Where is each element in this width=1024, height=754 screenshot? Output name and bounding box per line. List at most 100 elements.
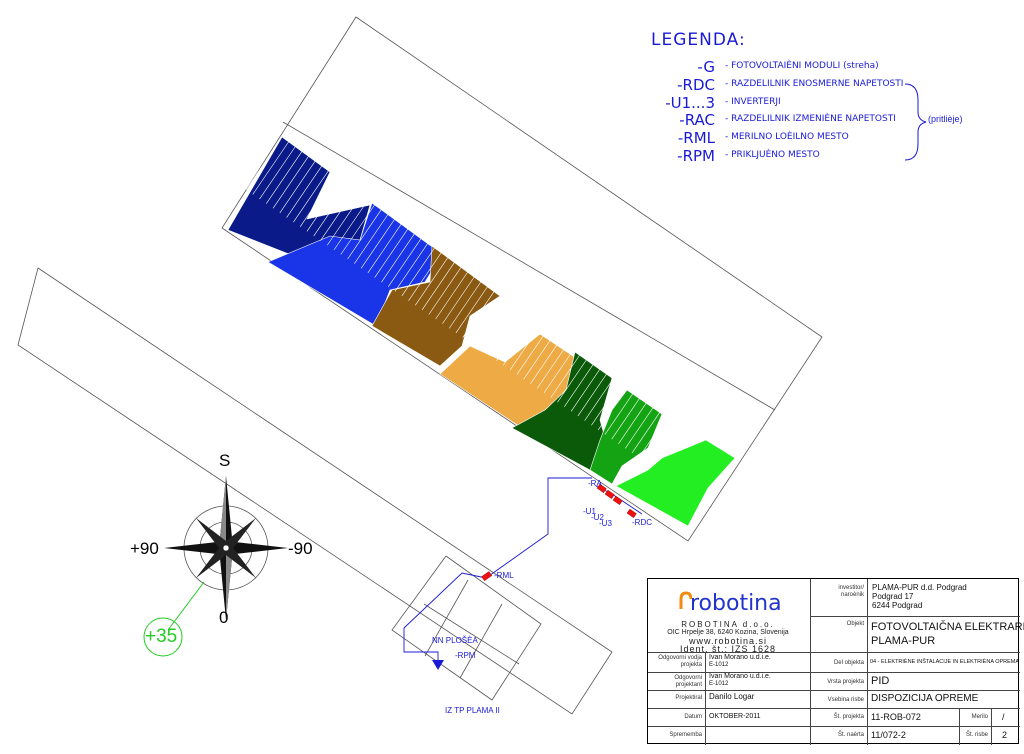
projektiral-label-cell: Projektiral xyxy=(648,691,706,709)
investor-line-1: PLAMA-PUR d.d. Podgrad xyxy=(872,583,967,592)
panel-divider xyxy=(266,150,303,204)
panel-divider xyxy=(360,215,398,269)
legend-bracket xyxy=(904,83,927,161)
legend-bracket-note: (pritlièje) xyxy=(928,114,963,124)
st-proj-label-cell: Št. projekta xyxy=(811,709,868,727)
st-risbe-value: 2 xyxy=(1002,730,1008,740)
vsebina-cell: DISPOZICIJA OPREME xyxy=(868,691,1020,709)
array-light-green xyxy=(615,439,736,527)
odg-proj-id: E-1012 xyxy=(709,681,729,687)
panel-grid-lines xyxy=(245,136,682,463)
panel-divider xyxy=(469,289,506,343)
st-nacrta-cell: 11/072-2 xyxy=(868,727,960,745)
panel-divider xyxy=(259,146,296,200)
u2-box xyxy=(604,489,615,500)
roof-inner-line xyxy=(282,121,776,411)
company-logo-word: robotina xyxy=(690,591,782,616)
del-label: Del objekta xyxy=(833,660,864,666)
odg-vodja-cell: Ivan Morano u.d.i.e. E-1012 xyxy=(706,653,811,673)
objekt-line-2: PLAMA-PUR xyxy=(871,635,936,647)
panel-divider xyxy=(387,233,425,287)
panel-divider xyxy=(381,229,418,283)
panel-divider xyxy=(279,159,317,214)
company-cell: robotina ROBOTINA d.o.o. OIC Hrpelje 38,… xyxy=(648,579,811,654)
panel-divider xyxy=(631,399,669,454)
objekt-label-cell: Objekt xyxy=(811,617,868,653)
del-value: 04 - ELEKTRIÈNE INŠTALACIJE IN ELEKTRIÈN… xyxy=(870,659,1020,665)
company-ident: Ident. št.: IZS 1628 xyxy=(679,644,777,654)
angle-leader xyxy=(167,581,205,631)
u1-box xyxy=(596,483,607,494)
angle-circle xyxy=(143,617,183,657)
investor-cell: PLAMA-PUR d.d. Podgrad Podgrad 17 6244 P… xyxy=(868,579,1020,617)
legend-item-desc: - MERILNO LOÈILNO MESTO xyxy=(725,132,849,143)
panel-divider xyxy=(415,252,452,306)
st-risbe-cell: 2 xyxy=(992,727,1020,745)
legend-item-code: -G xyxy=(697,58,715,76)
panel-divider xyxy=(536,335,574,389)
panel-divider xyxy=(597,376,635,431)
sprememba-label-cell: Sprememba xyxy=(648,727,706,745)
ra-label: -RA xyxy=(588,479,602,488)
panel-divider xyxy=(299,173,337,227)
panel-divider xyxy=(570,358,608,412)
compass-east: -90 xyxy=(288,539,313,558)
legend-item: -G - FOTOVOLTAIÈNI MODULI (streha) xyxy=(645,58,1005,76)
annex-line-2 xyxy=(424,579,469,657)
building-outlines xyxy=(17,16,823,715)
odg-vodja-label-cell: Odgovorni vodja projekta xyxy=(648,653,706,673)
panel-divider xyxy=(448,275,486,329)
legend-item-code: -RML xyxy=(677,129,715,148)
odg-proj-name: Ivan Morano u.d.i.e. xyxy=(709,673,771,680)
rdc-label: -RDC xyxy=(632,518,652,527)
panel-divider xyxy=(252,141,290,195)
iz-tp-label: IZ TP PLAMA II xyxy=(445,706,500,715)
legend-title: LEGENDA: xyxy=(651,30,746,50)
legend-item-desc: - RAZDELILNIK ENOSMERNE NAPETOSTI xyxy=(725,78,904,89)
objekt-label: Objekt xyxy=(846,621,864,627)
st-proj-cell: 11-ROB-072 xyxy=(868,709,960,727)
projektiral-value: Danilo Logar xyxy=(709,692,755,701)
panel-divider xyxy=(611,386,649,440)
legend-item-desc: - FOTOVOLTAIÈNI MODULI (streha) xyxy=(725,61,879,71)
panel-divider xyxy=(564,353,601,408)
panel-divider xyxy=(313,182,350,237)
investor-label: investitor/ naroènik xyxy=(838,585,864,598)
cable-to-rml xyxy=(485,477,592,579)
panel-divider xyxy=(455,279,493,334)
legend-item-desc: - INVERTERJI xyxy=(725,96,781,107)
del-cell: 04 - ELEKTRIÈNE INŠTALACIJE IN ELEKTRIÈN… xyxy=(868,653,1020,673)
legend-item-desc: - RAZDELILNIK IZMENIÈNE NAPETOSTI xyxy=(725,114,896,125)
panel-divider xyxy=(523,326,560,380)
st-nacrta-value: 11/072-2 xyxy=(871,730,906,740)
panel-divider xyxy=(245,136,283,191)
legend-item-code: -RAC xyxy=(679,111,715,130)
u1-label: -U1 xyxy=(583,507,596,516)
panel-divider xyxy=(557,349,594,403)
datum-label: Datum xyxy=(684,714,702,720)
legend-item: -U1...3- INVERTERJI xyxy=(645,94,1005,112)
merilo-value: / xyxy=(1002,712,1005,722)
merilo-label: Merilo xyxy=(971,714,988,720)
annex-line-1 xyxy=(423,603,520,665)
investor-label-cell: investitor/ naroènik xyxy=(811,579,868,617)
vrsta-label-cell: Vrsta projekta xyxy=(811,673,868,691)
st-risbe-label-cell: Št. risbe xyxy=(960,727,992,745)
panel-divider xyxy=(354,210,391,264)
st-nacrta-label: Št. naèrta xyxy=(837,732,864,738)
roof-outline xyxy=(221,16,823,542)
legend-item: -RAC - RAZDELILNIK IZMENIÈNE NAPETOSTI xyxy=(645,111,1005,130)
rpm-arrow xyxy=(432,660,444,670)
panel-divider xyxy=(340,201,378,255)
legend-item-code: -RDC xyxy=(677,75,715,94)
u3-box xyxy=(612,495,623,506)
st-risbe-label: Št. risbe xyxy=(965,732,988,738)
vsebina-value: DISPOZICIJA OPREME xyxy=(871,693,979,704)
panel-divider xyxy=(394,238,432,292)
compass-rose xyxy=(164,476,288,620)
projektiral-label: Projektiral xyxy=(675,695,702,701)
panel-divider xyxy=(374,224,411,278)
panel-divider xyxy=(408,247,445,301)
objekt-line-1: FOTOVOLTAIČNA ELEKTRARNA xyxy=(871,621,1024,633)
